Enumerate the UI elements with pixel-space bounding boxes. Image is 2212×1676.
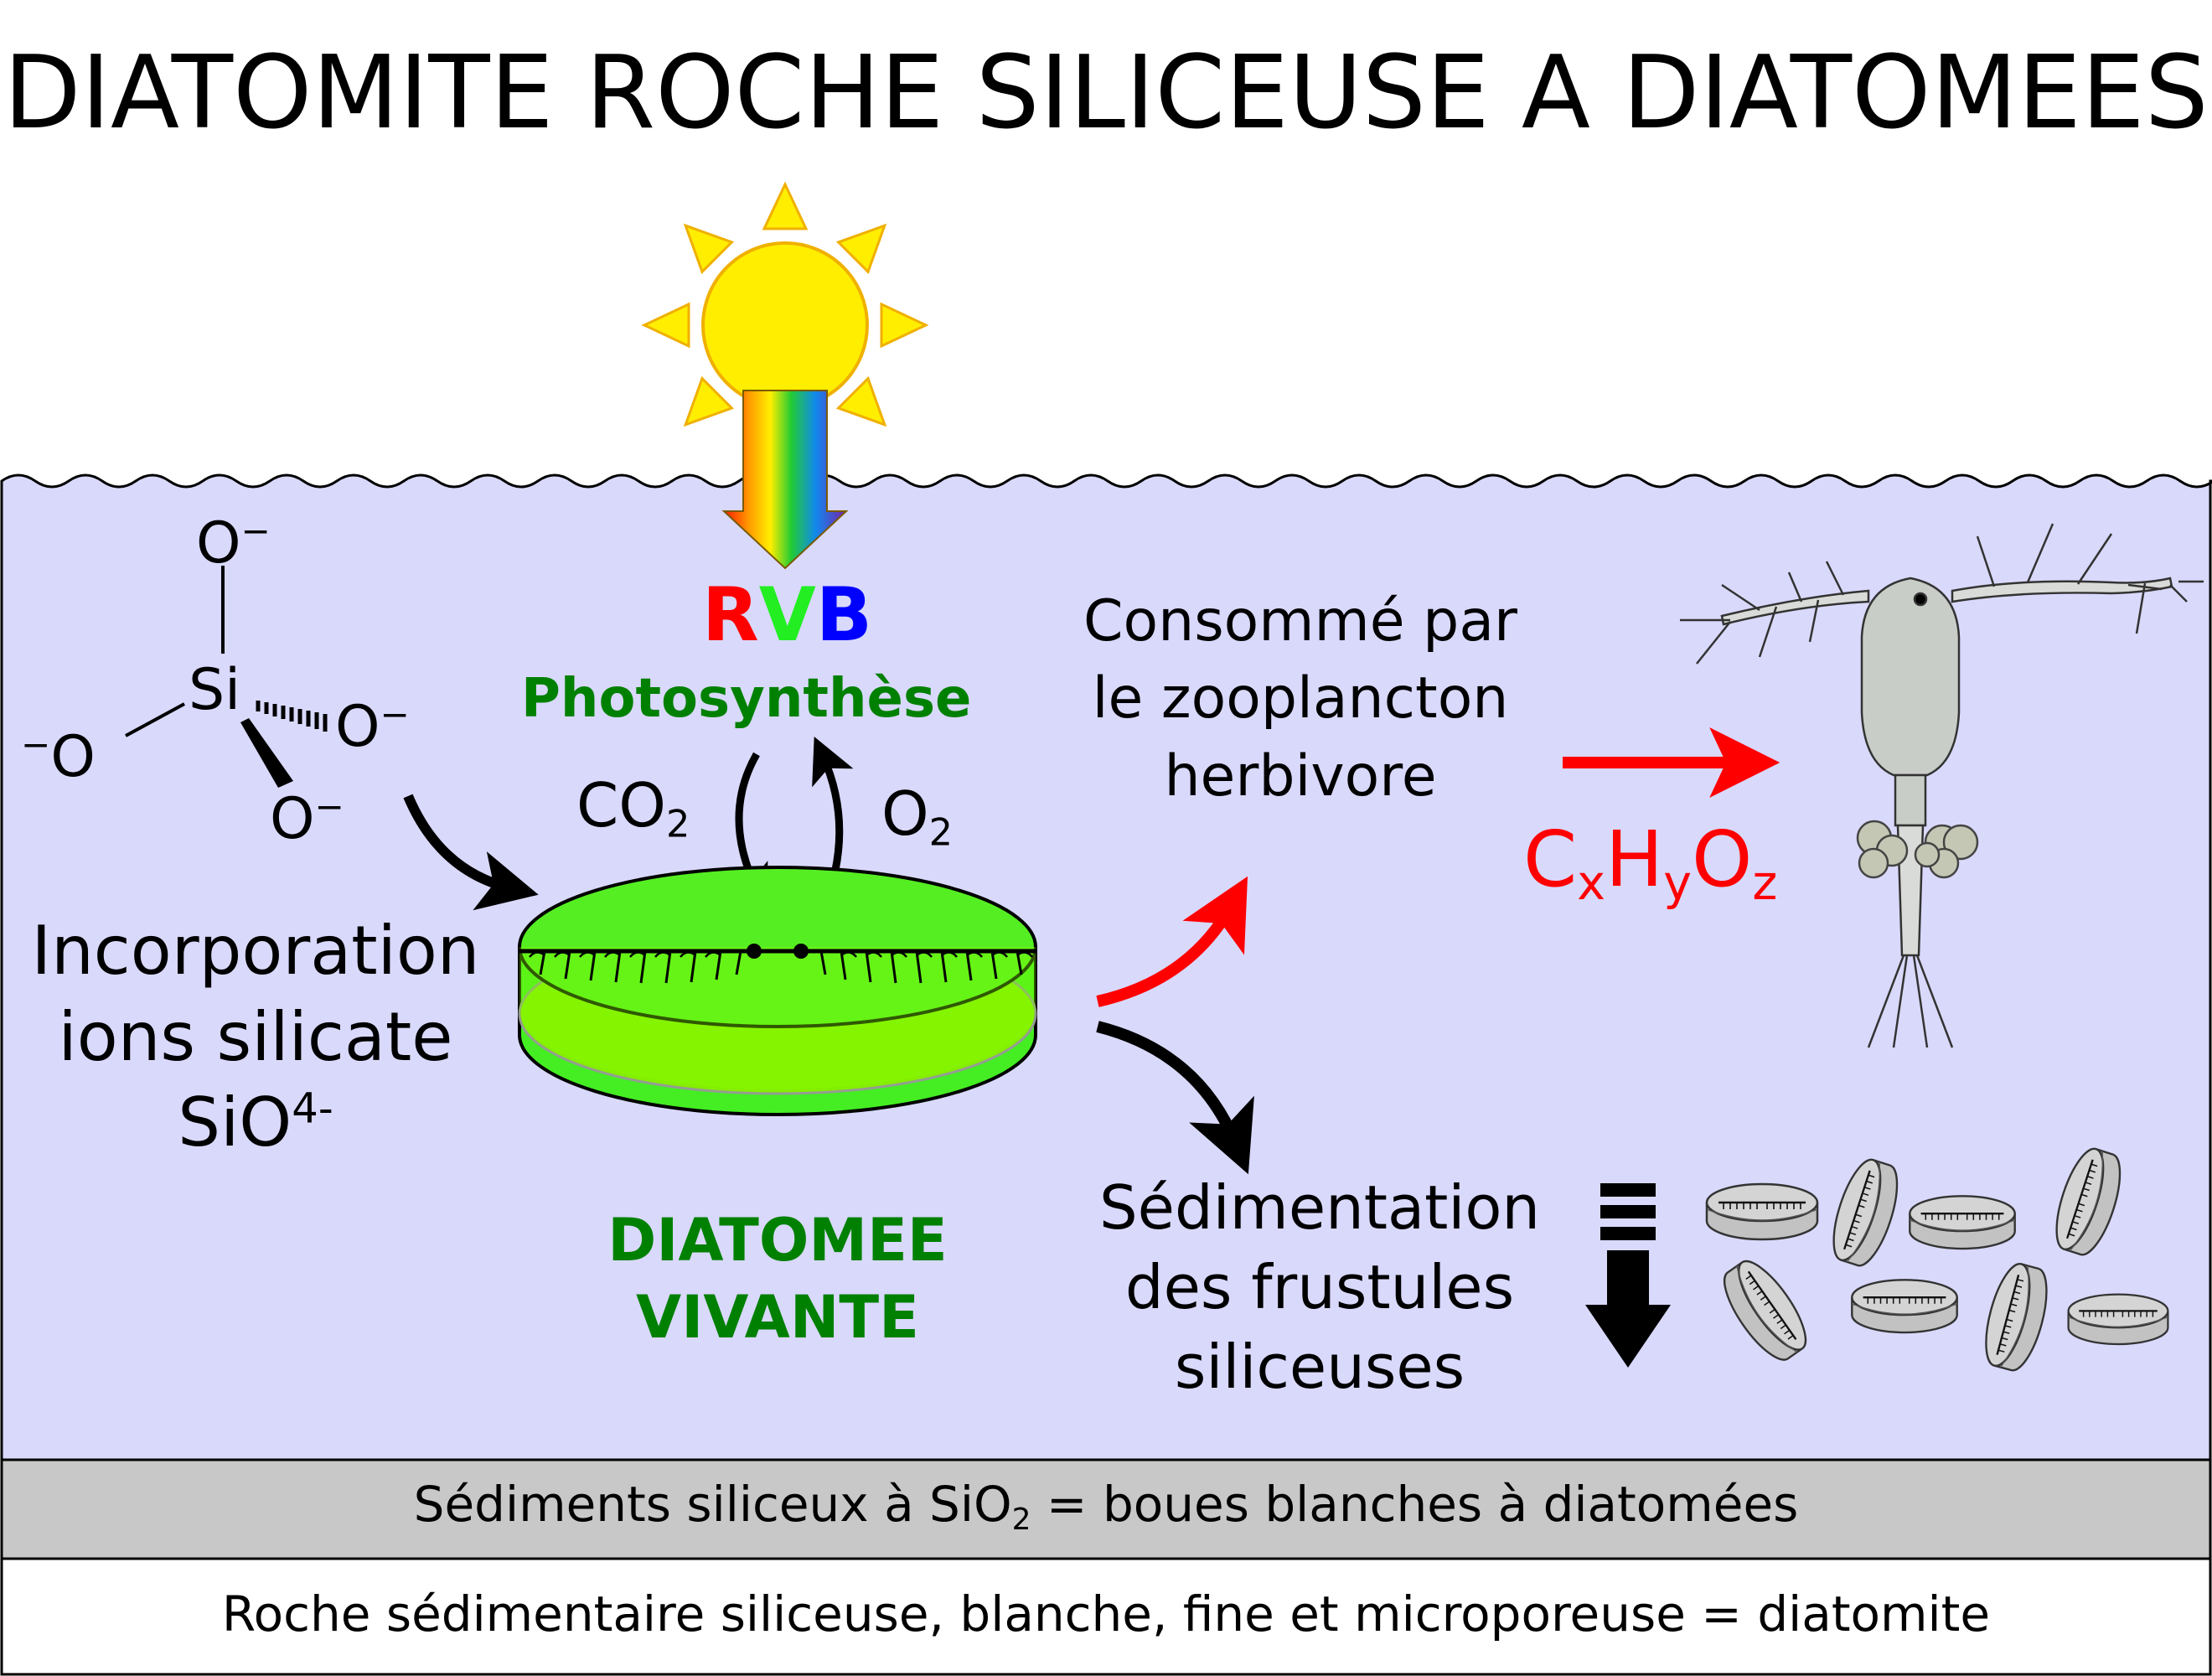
letter-r: R xyxy=(702,572,759,658)
oxygen-bottom: O− xyxy=(270,789,344,848)
oxygen-bottom-symbol: O xyxy=(270,786,315,852)
rock-label: Roche sédimentaire siliceuse, blanche, f… xyxy=(221,1585,1991,1642)
incorporation-line-1: Incorporation xyxy=(31,912,480,990)
incorporation-line-2: ions silicate xyxy=(58,998,453,1076)
sedimentation-line-2: des frustules xyxy=(1124,1252,1515,1322)
sedimentation-line-1: Sédimentation xyxy=(1098,1172,1541,1243)
organic-formula: CxHyOz xyxy=(1523,821,1777,908)
formula-z: z xyxy=(1752,855,1778,911)
formula-o: O xyxy=(1691,815,1753,904)
oxygen-top-symbol: O xyxy=(196,510,241,577)
light-label: RVB xyxy=(702,578,872,652)
oxygen-top: O− xyxy=(196,513,271,572)
sediment-label-sub: 2 xyxy=(1011,1503,1031,1538)
zooplankton-line-1: Consommé par xyxy=(1083,588,1517,654)
page-title: DIATOMITE ROCHE SILICEUSE A DIATOMEES xyxy=(3,35,2209,152)
oxygen-right-charge: − xyxy=(380,693,410,735)
zooplankton-line-3: herbivore xyxy=(1164,743,1437,810)
diatom-icon xyxy=(518,866,1037,1116)
photosynthesis-label: Photosynthèse xyxy=(521,668,972,730)
oxygen-left: −O xyxy=(21,727,96,786)
sediment-label-pre: Sédiments siliceux à SiO xyxy=(413,1476,1012,1533)
silicate-bonds xyxy=(125,566,328,737)
formula-c: C xyxy=(1523,815,1578,904)
oxygen-bottom-charge: − xyxy=(314,785,344,827)
oxygen-top-charge: − xyxy=(240,510,271,551)
arrow-silicate-to-diatom xyxy=(403,794,539,911)
rainbow-arrow-icon xyxy=(721,390,849,570)
silicate-charge: 4- xyxy=(292,1084,333,1133)
silicate-formula: SiO xyxy=(178,1084,292,1161)
o2-text: O xyxy=(881,779,929,849)
sediment-layer xyxy=(0,1458,2212,1560)
diatom-label-line-2: VIVANTE xyxy=(636,1283,919,1352)
arrow-to-sedimentation xyxy=(1096,1021,1254,1175)
letter-b: B xyxy=(815,572,872,658)
incorporation-line-3: SiO4- xyxy=(0,1088,511,1156)
zooplankton-line-2: le zooplancton xyxy=(1092,665,1509,732)
rock-layer xyxy=(0,1557,2212,1676)
co2-text: CO xyxy=(576,770,666,841)
wedge-bond xyxy=(240,718,293,788)
formula-y: y xyxy=(1663,855,1692,911)
letter-v: V xyxy=(758,572,816,658)
o2-subscript: 2 xyxy=(928,810,954,855)
oxygen-right: O− xyxy=(335,696,410,756)
oxygen-left-symbol: O xyxy=(50,724,96,790)
arrow-to-zooplankton xyxy=(1096,876,1248,1007)
o2-label: O2 xyxy=(881,784,953,851)
water xyxy=(0,473,2212,1461)
formula-x: x xyxy=(1577,855,1606,911)
oxygen-right-symbol: O xyxy=(335,694,380,760)
sediment-label-post: = boues blanches à diatomées xyxy=(1031,1476,1799,1533)
sediment-label: Sédiments siliceux à SiO2 = boues blanch… xyxy=(0,1480,2212,1535)
silicon-atom: Si xyxy=(189,657,241,723)
co2-subscript: 2 xyxy=(665,802,690,846)
formula-h: H xyxy=(1605,815,1664,904)
sedimentation-line-3: siliceuses xyxy=(1174,1332,1465,1402)
sun-icon xyxy=(641,181,929,469)
down-arrow-icon xyxy=(1585,1183,1671,1368)
diatom-label-line-1: DIATOMEE xyxy=(607,1206,948,1275)
copepod-icon xyxy=(1680,523,2204,1048)
co2-label: CO2 xyxy=(576,775,690,843)
oxygen-left-charge: − xyxy=(21,723,51,765)
